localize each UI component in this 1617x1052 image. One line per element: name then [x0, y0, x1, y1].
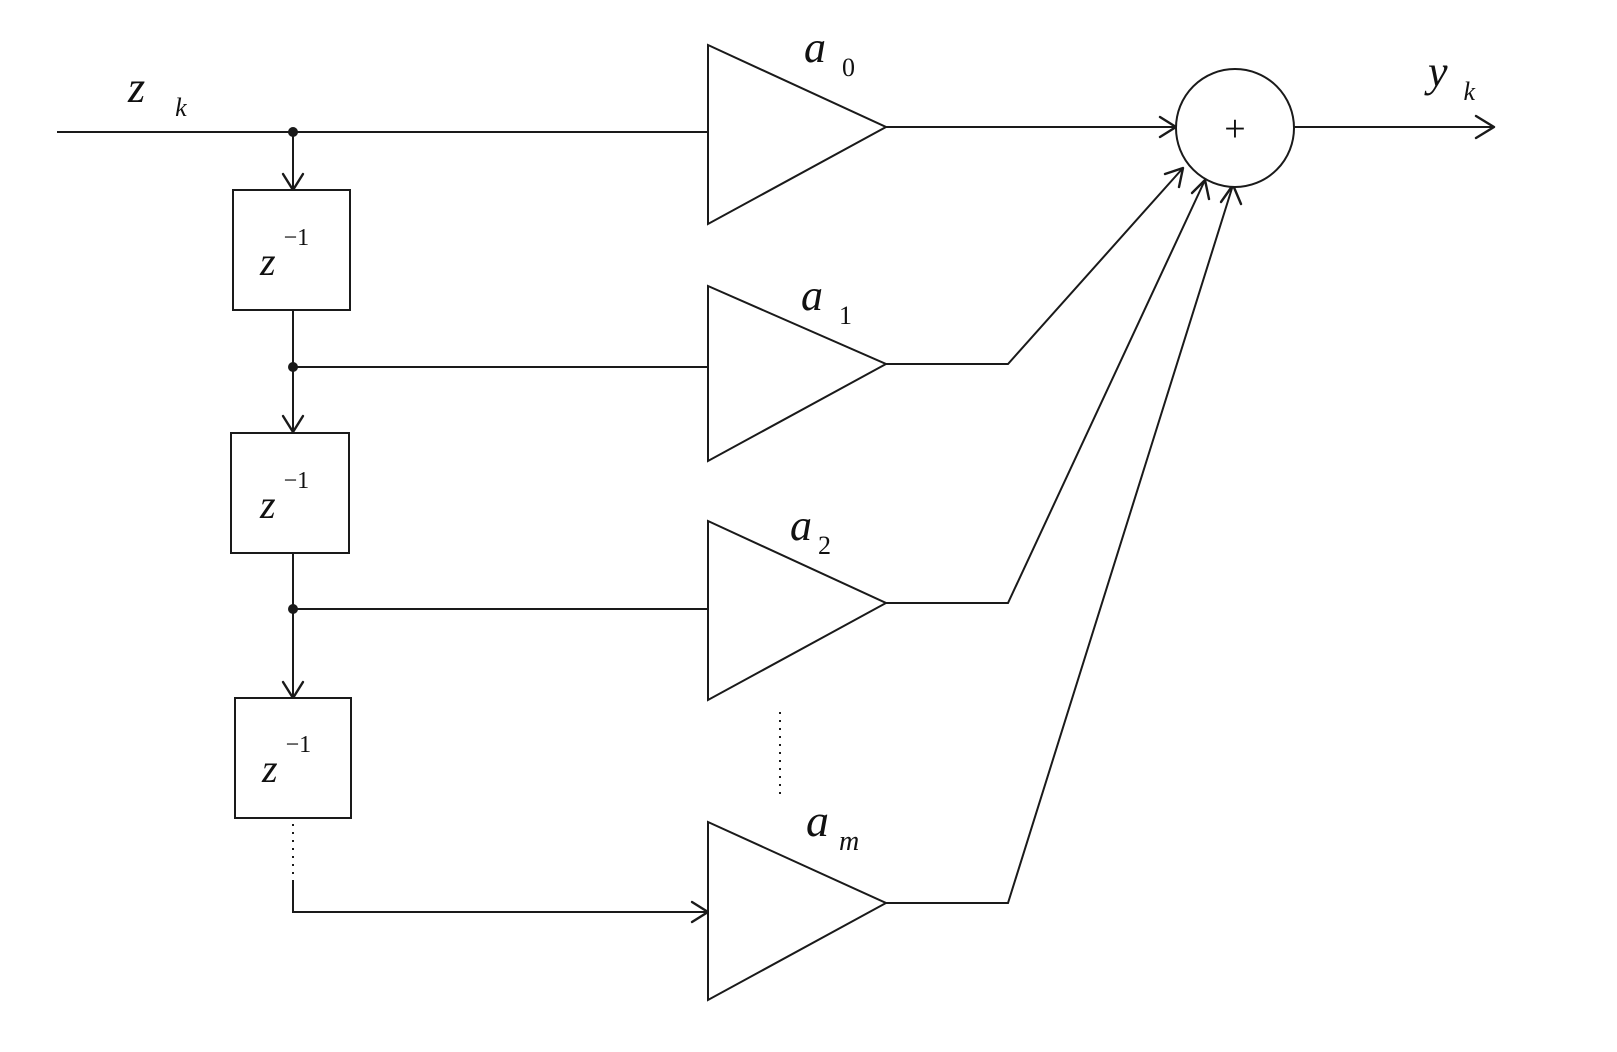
svg-text:a2: a2 — [790, 501, 831, 560]
svg-text:am: am — [806, 795, 859, 857]
output-arrow — [1474, 114, 1496, 140]
svg-text:a0: a0 — [804, 23, 855, 82]
delay-block-1: z−1 — [232, 189, 351, 311]
gain-output-2 — [886, 179, 1206, 604]
svg-text:z−1: z−1 — [259, 225, 309, 284]
summer-plus-sign: + — [1224, 108, 1245, 150]
arrow-into-summer-1 — [1163, 166, 1185, 189]
svg-text:a1: a1 — [801, 271, 852, 330]
gain-output-m — [886, 184, 1234, 904]
arrow-into-summer-2 — [1190, 178, 1211, 201]
delay-block-3: z−1 — [234, 697, 352, 819]
tap-line-m — [292, 880, 708, 913]
svg-text:z−1: z−1 — [261, 732, 311, 791]
delay-block-2: z−1 — [230, 432, 350, 554]
summer-node: + — [1175, 68, 1295, 188]
gain-output-1 — [886, 167, 1184, 365]
svg-text:z−1: z−1 — [259, 468, 309, 527]
